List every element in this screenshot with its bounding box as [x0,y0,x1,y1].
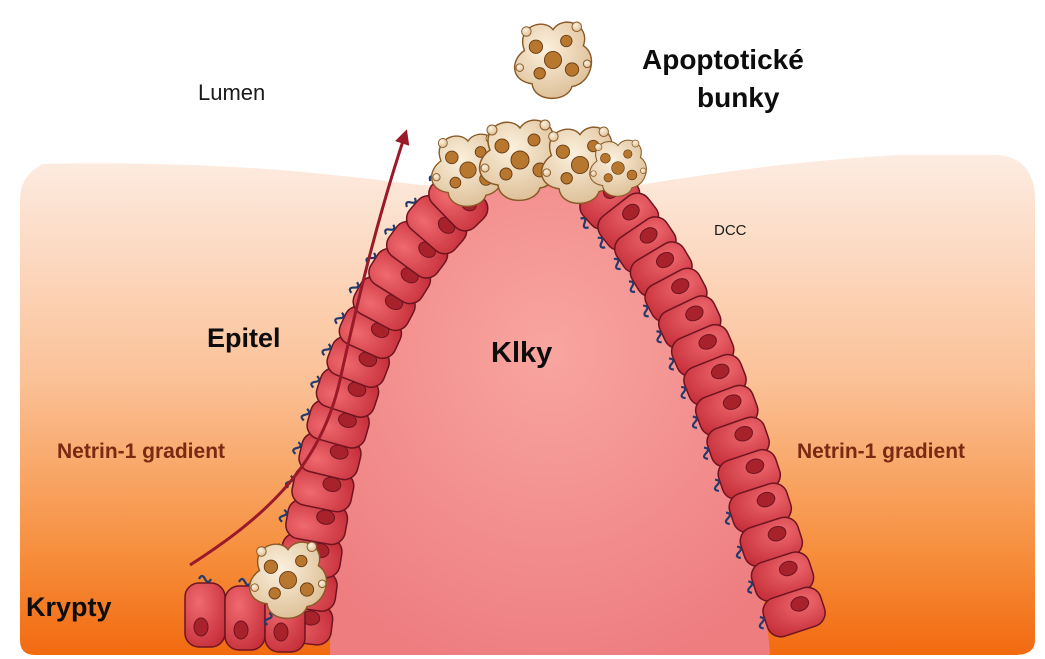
apoptotic-label-line2: bunky [697,82,779,114]
netrin-gradient-left-label: Netrin-1 gradient [57,440,225,464]
dcc-label: DCC [714,222,747,239]
netrin-gradient-right-label: Netrin-1 gradient [797,440,965,464]
klky-label: Klky [491,337,552,370]
lumen-label: Lumen [198,80,265,106]
krypty-label: Krypty [26,592,112,623]
crypt-cell [185,576,225,647]
epitel-label: Epitel [207,323,281,354]
apoptotic-label-line1: Apoptotické [642,44,804,76]
